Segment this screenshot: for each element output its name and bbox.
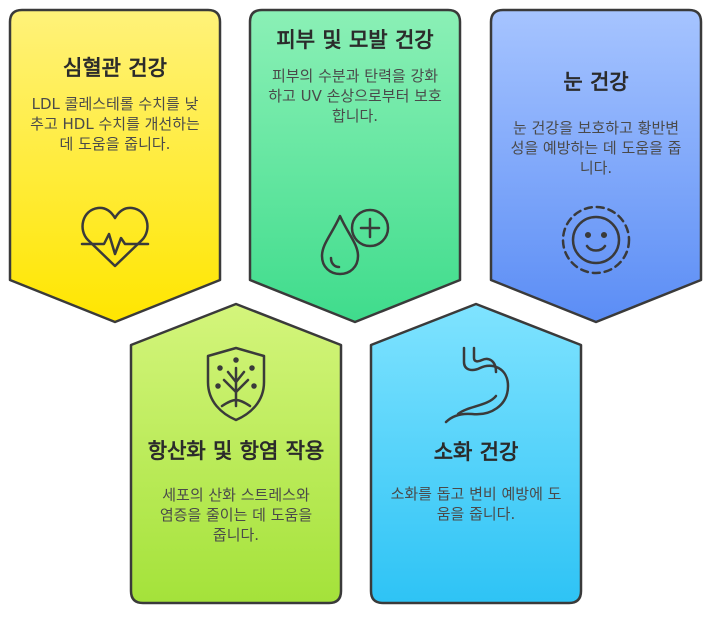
card-description: 피부의 수분과 탄력을 강화하고 UV 손상으로부터 보호합니다. (268, 67, 442, 125)
card-eye-shape (489, 8, 703, 324)
shield-tree-icon (202, 344, 270, 424)
card-description: 소화를 돕고 변비 예방에 도움을 줍니다. (390, 485, 562, 523)
card-skin-hair: 피부 및 모발 건강 피부의 수분과 탄력을 강화하고 UV 손상으로부터 보호… (262, 26, 448, 126)
card-digestive: 소화 건강 소화를 돕고 변비 예방에 도움을 줍니다. (383, 438, 569, 524)
card-title: 소화 건강 (433, 440, 519, 464)
heart-pulse-icon (80, 204, 150, 270)
card-title: 눈 건강 (563, 70, 629, 94)
drop-plus-icon (318, 206, 398, 278)
card-title: 피부 및 모발 건강 (276, 28, 434, 52)
card-title: 심혈관 건강 (63, 56, 167, 80)
smiley-icon (558, 204, 634, 276)
card-cardiovascular: 심혈관 건강 LDL 콜레스테롤 수치를 낮추고 HDL 수치를 개선하는 데 … (22, 54, 208, 154)
card-skin-hair-shape (248, 8, 462, 324)
card-description: 세포의 산화 스트레스와 염증을 줄이는 데 도움을 줍니다. (159, 486, 313, 544)
card-title: 항산화 및 항염 작용 (147, 439, 325, 463)
card-digestive-shape (369, 302, 583, 605)
card-cardiovascular-shape (8, 8, 222, 324)
card-eye: 눈 건강 눈 건강을 보호하고 황반변성을 예방하는 데 도움을 줍니다. (503, 68, 689, 178)
card-antioxidant: 항산화 및 항염 작용 세포의 산화 스트레스와 염증을 줄이는 데 도움을 줍… (143, 437, 329, 545)
stomach-icon (438, 344, 514, 424)
card-description: 눈 건강을 보호하고 황반변성을 예방하는 데 도움을 줍니다. (510, 119, 682, 177)
card-description: LDL 콜레스테롤 수치를 낮추고 HDL 수치를 개선하는 데 도움을 줍니다… (30, 95, 200, 153)
card-antioxidant-shape (129, 302, 343, 605)
